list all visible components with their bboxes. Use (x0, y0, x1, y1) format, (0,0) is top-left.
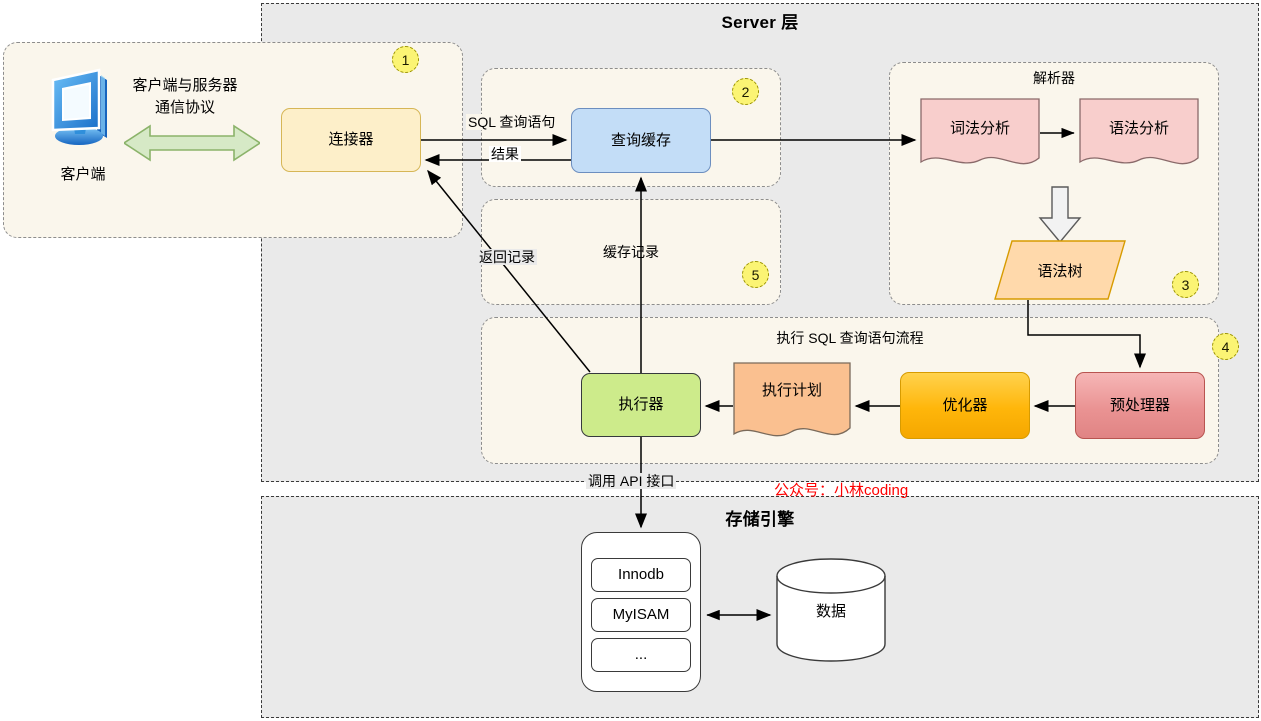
panel-storage-engine (261, 496, 1259, 718)
edge-label-sql-query: SQL 查询语句 (466, 114, 558, 131)
badge-query-cache: 2 (732, 78, 759, 105)
node-more-engines[interactable]: ... (591, 638, 691, 672)
node-optimizer[interactable]: 优化器 (900, 372, 1030, 439)
edge-label-return-record: 返回记录 (477, 249, 537, 266)
node-innodb[interactable]: Innodb (591, 558, 691, 592)
edge-label-call-api: 调用 API 接口 (586, 473, 677, 490)
panel-server-title: Server 层 (721, 13, 799, 32)
node-preprocessor[interactable]: 预处理器 (1075, 372, 1205, 439)
group-exec-flow-label: 执行 SQL 查询语句流程 (776, 330, 924, 346)
node-connector[interactable]: 连接器 (281, 108, 421, 172)
node-query-cache[interactable]: 查询缓存 (571, 108, 711, 173)
node-exec-plan[interactable] (733, 362, 851, 448)
badge-client: 1 (392, 46, 419, 73)
client-monitor-icon (45, 66, 121, 150)
group-parser-label: 解析器 (1033, 70, 1075, 86)
protocol-double-arrow-icon (124, 123, 260, 163)
panel-storage-engine-title: 存储引擎 (725, 510, 795, 529)
protocol-label-line2: 通信协议 (154, 99, 215, 116)
badge-parser: 3 (1172, 271, 1199, 298)
node-executor[interactable]: 执行器 (581, 373, 701, 437)
watermark-text: 公众号：小林coding (774, 482, 909, 499)
parser-flow-block-arrow-icon (1038, 186, 1082, 244)
group-cache-record-label: 缓存记录 (603, 244, 659, 260)
edge-label-result: 结果 (489, 146, 521, 163)
node-data-cylinder[interactable] (776, 558, 886, 662)
node-myisam[interactable]: MyISAM (591, 598, 691, 632)
protocol-label-line1: 客户端与服务器 (132, 77, 238, 94)
client-label: 客户端 (60, 166, 106, 183)
node-syntax-tree[interactable] (994, 240, 1126, 300)
badge-cache-record: 5 (742, 261, 769, 288)
badge-exec-flow: 4 (1212, 333, 1239, 360)
node-lexical-analysis[interactable] (920, 98, 1040, 174)
node-syntax-analysis[interactable] (1079, 98, 1199, 174)
